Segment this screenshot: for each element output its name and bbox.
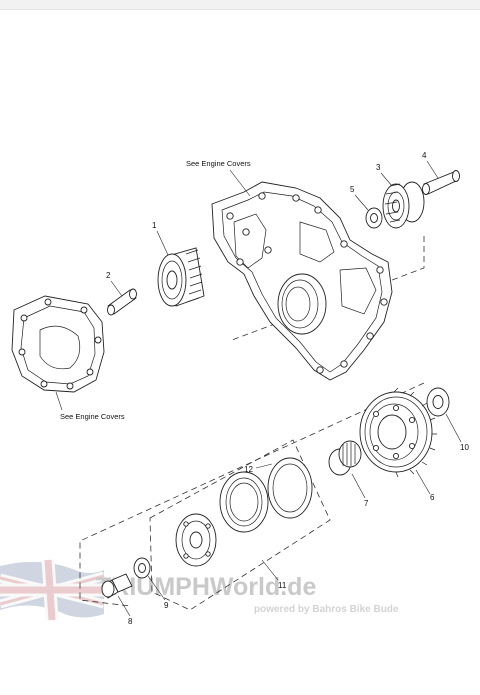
callout-engine-covers-left: See Engine Covers [60,412,125,421]
sprag-clutch-part-11 [175,471,269,567]
part-number-6: 6 [430,493,435,502]
needle-bearing-part-7 [328,440,362,476]
part-number-5: 5 [350,185,355,194]
assembly-boundary-lines [79,236,425,611]
small-gear-part-3 [382,181,425,229]
watermark-brand: TRIUMPHWorld.de [96,573,316,601]
watermark-subtitle: powered by Bahros Bike Bude [254,604,399,615]
dowel-pin-part-2 [107,288,137,316]
part-number-10: 10 [460,443,469,452]
washer-part-5 [365,207,383,229]
part-number-2: 2 [106,271,111,280]
washer-part-9 [133,557,151,579]
crankcase-cover [211,181,393,381]
shaft-part-4 [422,170,460,195]
part-number-7: 7 [364,499,369,508]
retaining-ring-part-12 [267,457,313,519]
part-number-3: 3 [376,163,381,172]
part-number-8: 8 [128,617,133,626]
starter-gear-part-6 [359,387,437,478]
part-number-4: 4 [422,151,427,160]
part-number-9: 9 [164,601,169,610]
idler-gear-part-1 [157,247,205,307]
thrust-washer-part-10 [426,387,450,417]
union-flag-logo [0,559,106,621]
part-number-12: 12 [244,465,253,474]
part-number-11: 11 [278,581,287,590]
top-bar [0,0,480,10]
left-engine-cover [11,295,105,393]
watermark: TRIUMPHWorld.de powered by Bahros Bike B… [0,559,399,621]
part-number-1: 1 [152,221,157,230]
bolt-part-8 [101,573,133,599]
callout-engine-covers-top: See Engine Covers [186,159,251,168]
